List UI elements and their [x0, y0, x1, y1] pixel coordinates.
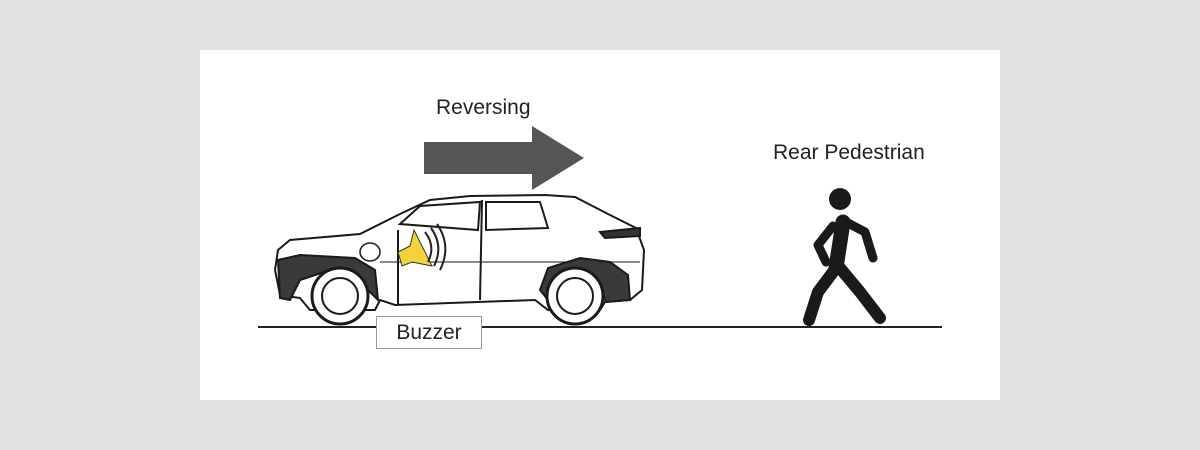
- buzzer-label: Buzzer: [376, 316, 482, 349]
- rear-pedestrian-label: Rear Pedestrian: [773, 141, 925, 164]
- reversing-label: Reversing: [436, 96, 531, 119]
- reversing-arrow-icon: [424, 126, 584, 190]
- pedestrian-icon: [803, 188, 886, 326]
- speaker-icon: [397, 223, 447, 271]
- car-illustration: [273, 193, 646, 326]
